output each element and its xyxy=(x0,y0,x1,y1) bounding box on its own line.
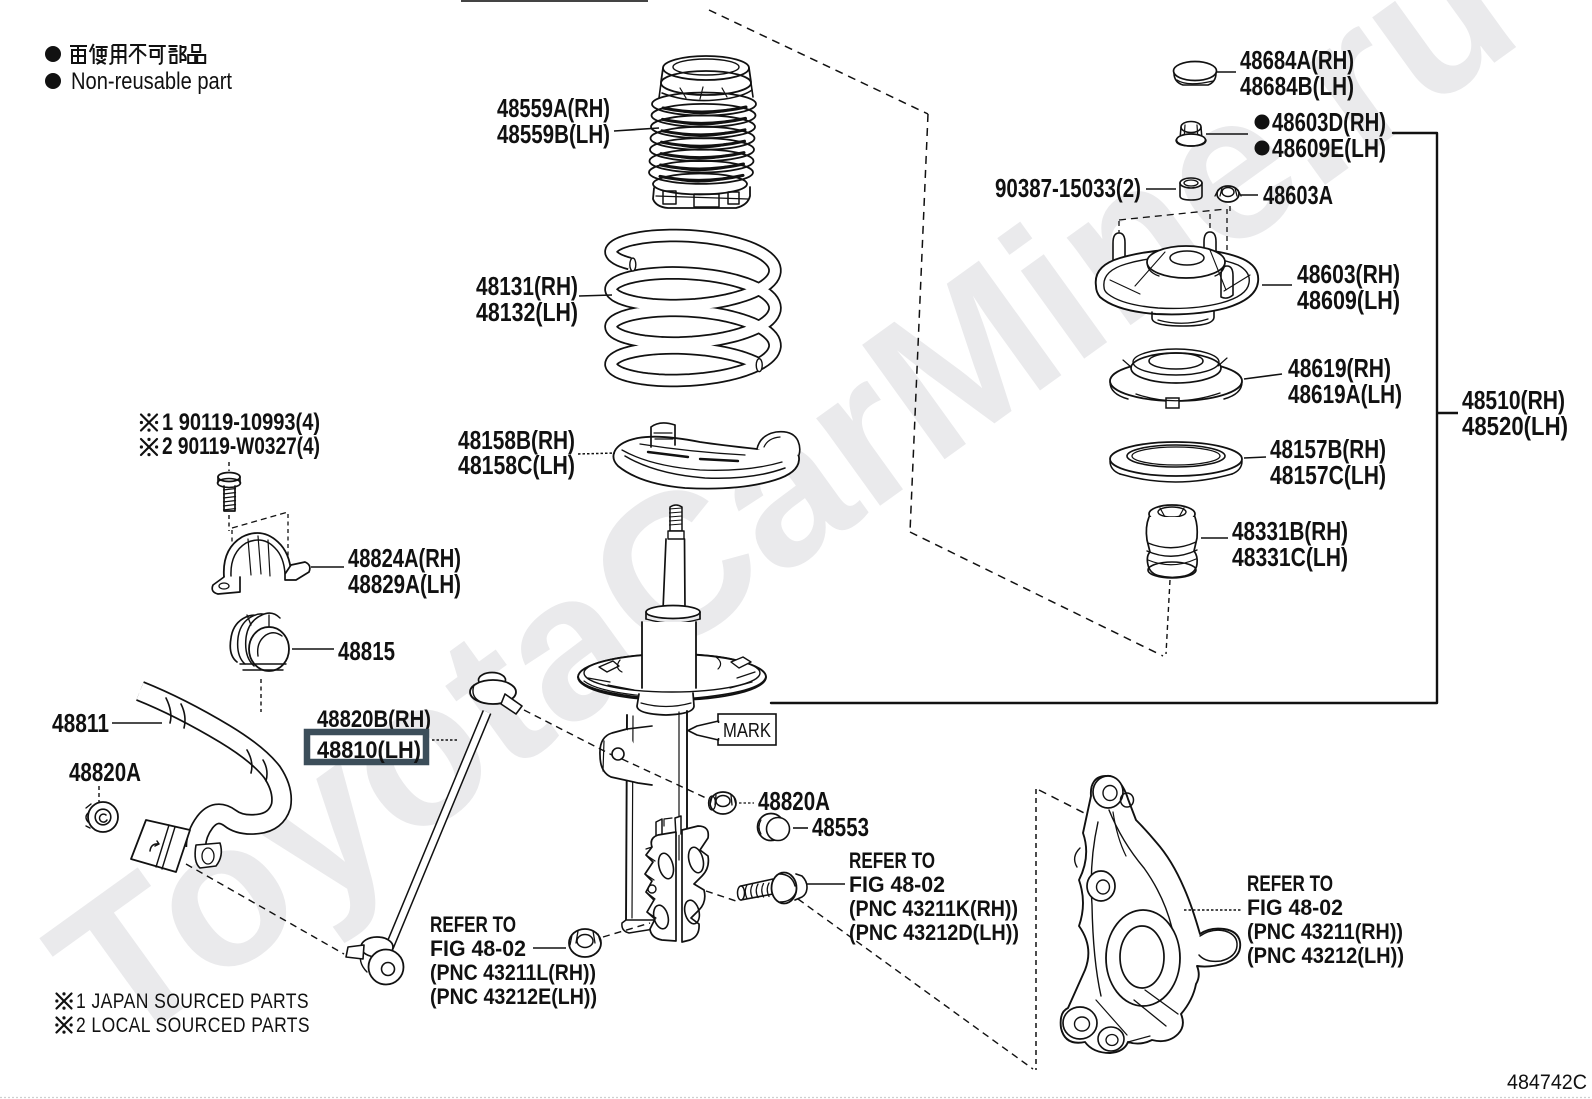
svg-text:48158C(LH): 48158C(LH) xyxy=(458,450,575,480)
svg-text:Non-reusable part: Non-reusable part xyxy=(71,68,232,95)
svg-text:48559B(LH): 48559B(LH) xyxy=(497,119,610,149)
svg-text:1 JAPAN SOURCED PARTS: 1 JAPAN SOURCED PARTS xyxy=(76,990,309,1013)
svg-text:48820A: 48820A xyxy=(69,757,141,787)
svg-text:90387-15033(2): 90387-15033(2) xyxy=(995,173,1141,203)
svg-text:48820B(RH): 48820B(RH) xyxy=(317,706,431,733)
svg-text:(PNC 43212E(LH)): (PNC 43212E(LH)) xyxy=(430,984,597,1009)
svg-text:48684B(LH): 48684B(LH) xyxy=(1240,71,1354,101)
svg-text:48132(LH): 48132(LH) xyxy=(476,297,578,327)
svg-text:48603A: 48603A xyxy=(1263,180,1333,210)
svg-text:48131(RH): 48131(RH) xyxy=(476,271,578,301)
svg-text:REFER TO: REFER TO xyxy=(849,848,935,873)
svg-text:48559A(RH): 48559A(RH) xyxy=(497,93,610,123)
svg-text:(PNC 43212D(LH)): (PNC 43212D(LH)) xyxy=(849,920,1019,945)
svg-text:FIG 48-02: FIG 48-02 xyxy=(1247,895,1343,920)
svg-text:48609E(LH): 48609E(LH) xyxy=(1272,133,1386,163)
svg-text:48331C(LH): 48331C(LH) xyxy=(1232,542,1348,572)
svg-text:48331B(RH): 48331B(RH) xyxy=(1232,516,1348,546)
svg-text:48520(LH): 48520(LH) xyxy=(1462,411,1568,441)
svg-text:48820A: 48820A xyxy=(758,786,830,816)
svg-text:48815: 48815 xyxy=(338,636,395,666)
svg-text:1 90119-10993(4): 1 90119-10993(4) xyxy=(162,409,320,436)
svg-text:(PNC 43211L(RH)): (PNC 43211L(RH)) xyxy=(430,960,596,985)
svg-text:48619A(LH): 48619A(LH) xyxy=(1288,379,1402,409)
svg-text:REFER TO: REFER TO xyxy=(430,912,516,937)
svg-text:48603D(RH): 48603D(RH) xyxy=(1272,107,1386,137)
svg-text:2 LOCAL SOURCED PARTS: 2 LOCAL SOURCED PARTS xyxy=(76,1014,310,1037)
svg-text:FIG 48-02: FIG 48-02 xyxy=(849,872,945,897)
svg-text:REFER TO: REFER TO xyxy=(1247,871,1333,896)
svg-text:48684A(RH): 48684A(RH) xyxy=(1240,45,1354,75)
svg-text:48829A(LH): 48829A(LH) xyxy=(348,569,461,599)
svg-text:48609(LH): 48609(LH) xyxy=(1297,285,1400,315)
svg-text:48619(RH): 48619(RH) xyxy=(1288,353,1391,383)
svg-text:48811: 48811 xyxy=(52,708,109,738)
svg-text:48157C(LH): 48157C(LH) xyxy=(1270,460,1386,490)
svg-text:48157B(RH): 48157B(RH) xyxy=(1270,434,1386,464)
svg-text:2 90119-W0327(4): 2 90119-W0327(4) xyxy=(162,433,320,460)
svg-text:48603(RH): 48603(RH) xyxy=(1297,259,1400,289)
svg-text:FIG 48-02: FIG 48-02 xyxy=(430,936,526,961)
svg-text:48553: 48553 xyxy=(812,812,869,842)
svg-text:48824A(RH): 48824A(RH) xyxy=(348,543,461,573)
svg-text:(PNC 43212(LH)): (PNC 43212(LH)) xyxy=(1247,943,1404,968)
svg-text:(PNC 43211(RH)): (PNC 43211(RH)) xyxy=(1247,919,1403,944)
svg-text:48510(RH): 48510(RH) xyxy=(1462,385,1565,415)
svg-text:48158B(RH): 48158B(RH) xyxy=(458,425,575,455)
svg-text:MARK: MARK xyxy=(723,720,772,742)
svg-text:(PNC 43211K(RH)): (PNC 43211K(RH)) xyxy=(849,896,1018,921)
svg-text:484742C: 484742C xyxy=(1507,1071,1587,1094)
svg-text:48810(LH): 48810(LH) xyxy=(317,737,421,764)
